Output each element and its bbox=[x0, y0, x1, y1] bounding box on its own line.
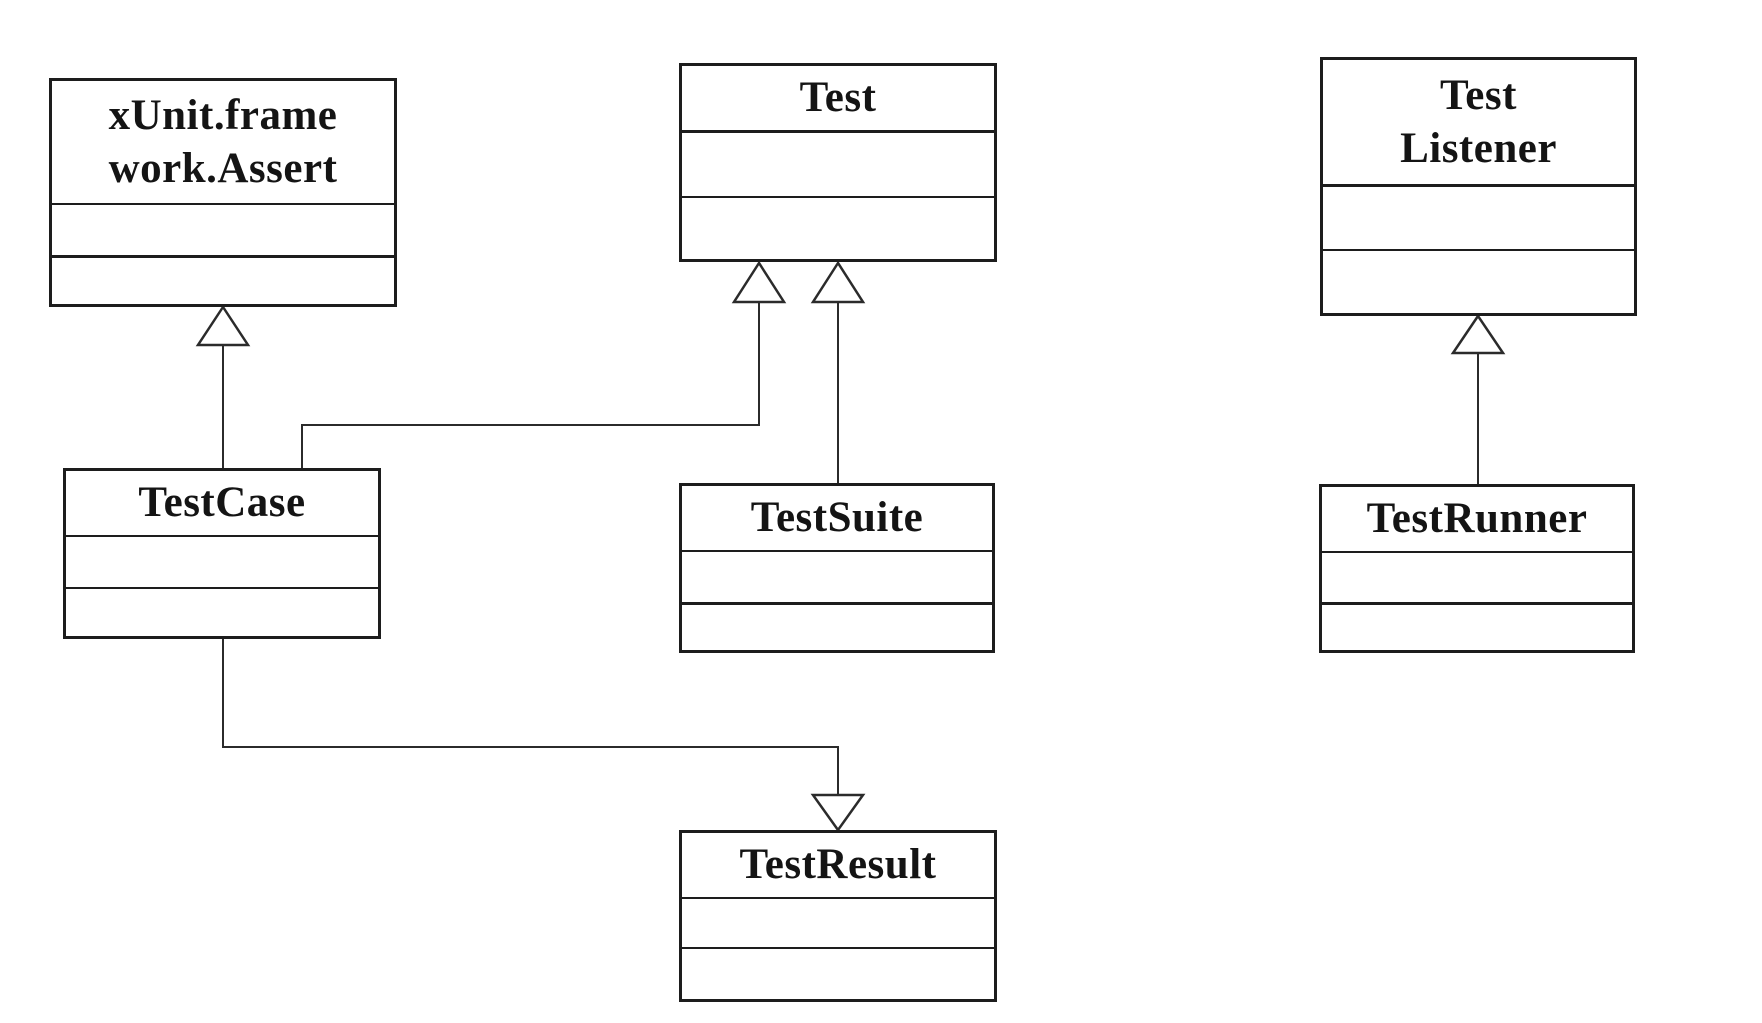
class-box-testresult: TestResult bbox=[679, 830, 997, 1002]
class-box-testsuite: TestSuite bbox=[679, 483, 995, 653]
attributes-compartment bbox=[1323, 184, 1634, 249]
operations-compartment bbox=[66, 587, 378, 636]
attributes-compartment bbox=[682, 130, 994, 196]
operations-compartment bbox=[1322, 602, 1632, 650]
generalization-triangle-icon bbox=[810, 793, 866, 833]
edge-testcase-to-testresult bbox=[222, 639, 866, 833]
generalization-triangle-icon bbox=[810, 260, 866, 304]
attributes-compartment bbox=[66, 535, 378, 587]
generalization-triangle-icon bbox=[195, 304, 251, 347]
class-name-label: Test Listener bbox=[1323, 60, 1634, 184]
generalization-triangle-icon bbox=[1450, 313, 1506, 355]
class-box-test: Test bbox=[679, 63, 997, 262]
class-name-label: xUnit.frame work.Assert bbox=[52, 81, 394, 203]
class-box-xunit-framework-assert: xUnit.frame work.Assert bbox=[49, 78, 397, 307]
operations-compartment bbox=[682, 602, 992, 650]
class-name-label: TestCase bbox=[66, 471, 378, 535]
generalization-triangle-icon bbox=[731, 260, 787, 304]
class-name-label: TestSuite bbox=[682, 486, 992, 550]
attributes-compartment bbox=[682, 550, 992, 602]
operations-compartment bbox=[52, 255, 394, 304]
operations-compartment bbox=[682, 947, 994, 999]
class-box-testrunner: TestRunner bbox=[1319, 484, 1635, 653]
edge-testcase-to-assert bbox=[195, 304, 251, 468]
attributes-compartment bbox=[682, 897, 994, 947]
edge-line bbox=[301, 302, 760, 468]
edge-testrunner-to-testlistener bbox=[1450, 313, 1506, 484]
class-name-label: TestRunner bbox=[1322, 487, 1632, 551]
class-name-label: TestResult bbox=[682, 833, 994, 897]
attributes-compartment bbox=[1322, 551, 1632, 602]
operations-compartment bbox=[682, 196, 994, 259]
operations-compartment bbox=[1323, 249, 1634, 313]
attributes-compartment bbox=[52, 203, 394, 255]
edge-line bbox=[222, 639, 839, 795]
edge-testsuite-to-test bbox=[810, 260, 866, 483]
class-box-testcase: TestCase bbox=[63, 468, 381, 639]
class-box-testlistener: Test Listener bbox=[1320, 57, 1637, 316]
class-name-label: Test bbox=[682, 66, 994, 130]
